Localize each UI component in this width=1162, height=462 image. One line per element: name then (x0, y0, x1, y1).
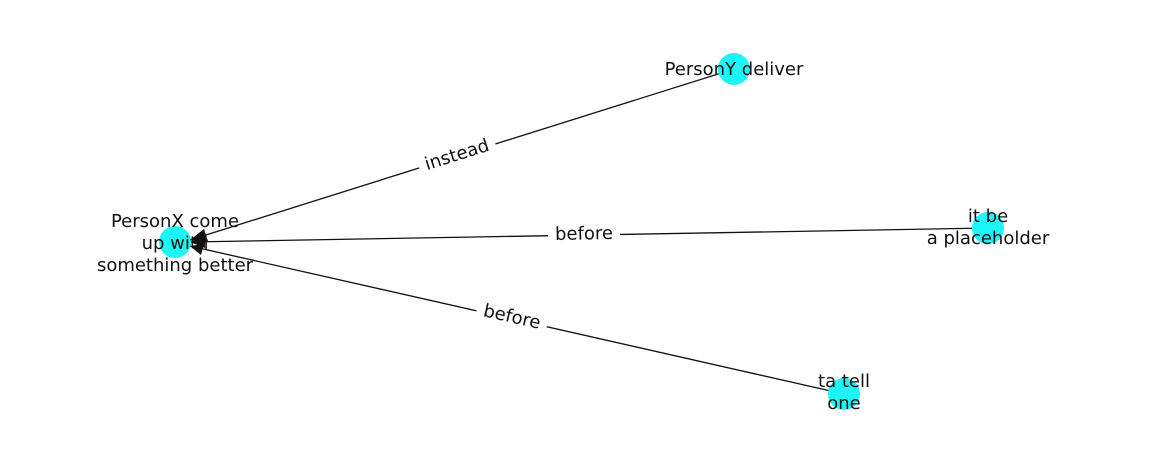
node-tell-label-line-2: one (827, 393, 861, 414)
node-center-label-line-3: something better (97, 255, 254, 276)
edge-label-instead: instead (422, 135, 492, 175)
node-center-label-line-1: PersonX come (111, 211, 239, 232)
arrowhead-before-tell (190, 244, 204, 255)
node-placeholder[interactable] (972, 212, 1004, 244)
edge-label-before-tell-group: before (474, 296, 550, 338)
node-tell-label-line-1: ta tell (818, 371, 870, 392)
arrowheads (190, 229, 208, 255)
edge-label-instead-group: instead (414, 130, 500, 180)
node-deliver[interactable] (718, 53, 750, 85)
node-deliver-label: PersonY deliver (665, 59, 804, 80)
node-placeholder-label-line-2: a placeholder (927, 228, 1050, 249)
node-tell[interactable] (828, 378, 860, 410)
edge-labels: instead before before (414, 130, 621, 338)
node-center-label-line-2: up with (142, 233, 209, 254)
node-center[interactable] (159, 226, 191, 258)
edge-label-before-placeholder: before (555, 223, 613, 245)
node-placeholder-label-line-1: it be (968, 206, 1008, 227)
nodes (159, 53, 1004, 410)
node-labels: PersonX come up with something better Pe… (97, 59, 1050, 414)
edge-label-before-placeholder-group: before (547, 220, 621, 248)
